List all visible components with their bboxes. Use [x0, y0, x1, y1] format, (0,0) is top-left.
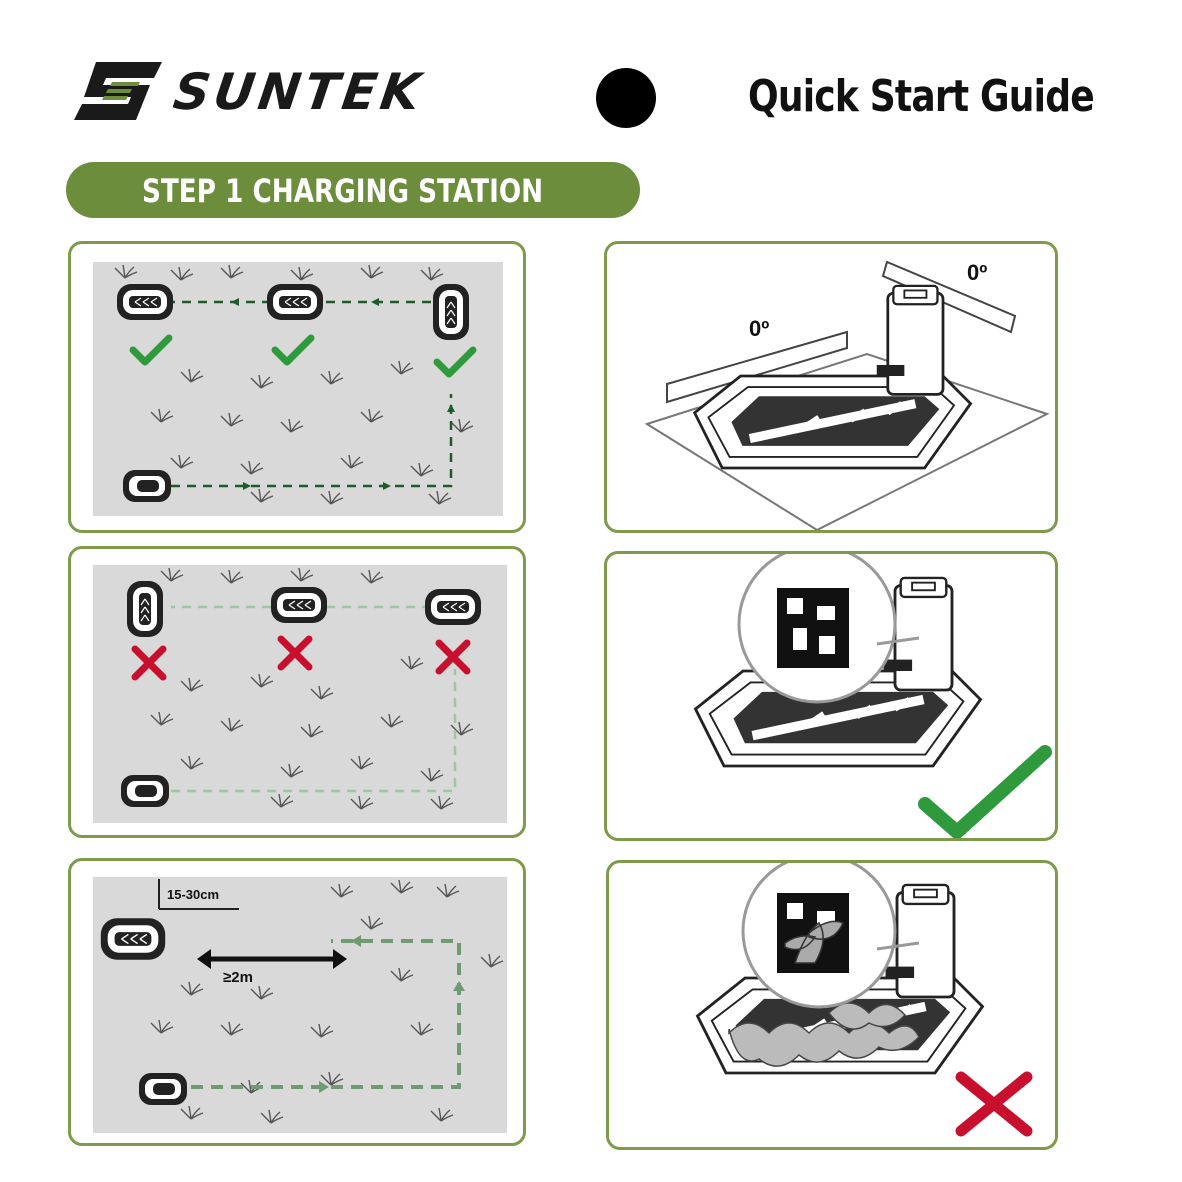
panel-marker-clear — [604, 551, 1058, 841]
angle-label-long: 0º — [749, 316, 770, 341]
checkmark-icon — [918, 745, 1052, 838]
panel-distance-requirements: 15-30cm ≥2m — [68, 858, 526, 1146]
suntek-logo-mark-icon — [74, 62, 162, 120]
panel-correct-approach — [68, 241, 526, 533]
panel-incorrect-approach — [68, 546, 526, 838]
brand-name: SUNTEK — [169, 63, 428, 121]
cross-icon — [281, 639, 309, 667]
page-title: Quick Start Guide — [748, 71, 1095, 122]
min-run-label: ≥2m — [223, 969, 253, 986]
checkmark-icon — [133, 338, 169, 362]
step-label: STEP 1 CHARGING STATION — [142, 172, 544, 210]
checkmark-icon — [275, 338, 311, 362]
approach-diagram-incorrect — [121, 567, 482, 810]
checkmark-icon — [437, 350, 473, 374]
distance-diagram — [100, 879, 504, 1124]
station-marker-clear-illustration — [607, 554, 1052, 838]
angle-label-short: 0º — [967, 260, 988, 285]
step-banner — [66, 162, 640, 218]
cross-icon — [135, 649, 163, 677]
cross-icon — [955, 1071, 1033, 1137]
station-marker-blocked-illustration — [609, 863, 1033, 1137]
approach-diagram-correct — [114, 264, 526, 505]
panel-level-ground: 0º 0º — [604, 241, 1058, 533]
edge-gap-label: 15-30cm — [167, 887, 220, 902]
panel-marker-blocked — [606, 860, 1058, 1150]
station-level-illustration — [644, 260, 1050, 530]
cross-icon — [439, 643, 467, 671]
brand-logo: SUNTEK — [70, 58, 490, 128]
black-dot-icon — [596, 68, 656, 128]
